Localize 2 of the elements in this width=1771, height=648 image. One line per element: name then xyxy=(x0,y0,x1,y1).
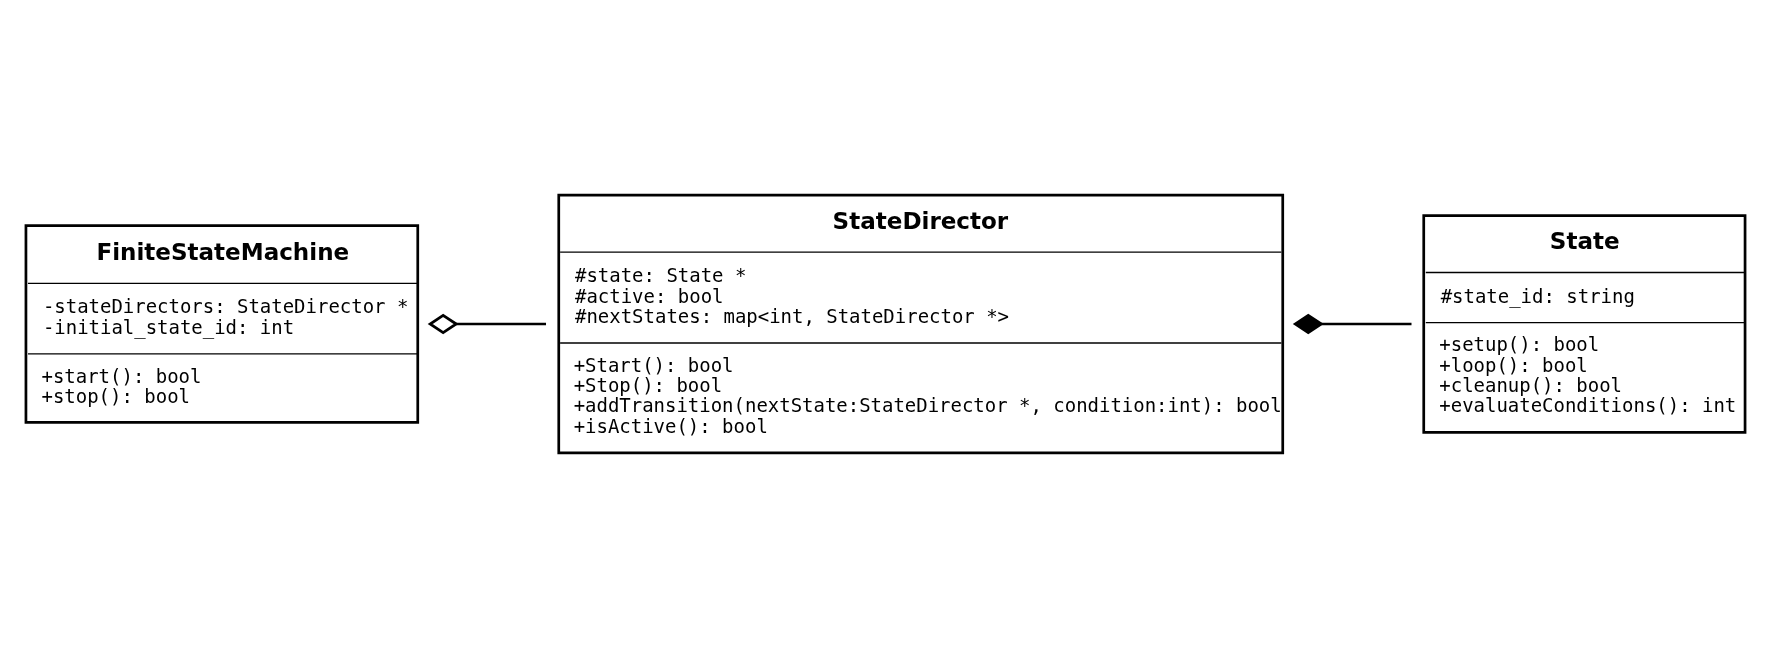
connector xyxy=(1292,313,1412,335)
connector xyxy=(427,313,546,335)
